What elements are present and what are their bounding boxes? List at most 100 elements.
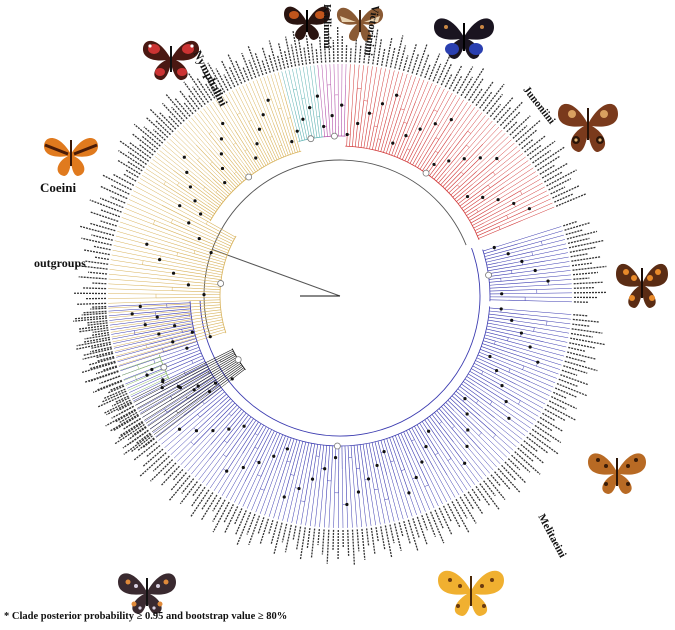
tree-branch bbox=[286, 453, 304, 522]
node-circle-marker bbox=[307, 135, 315, 143]
tree-branch bbox=[299, 67, 311, 129]
tip-label bbox=[248, 515, 261, 546]
tree-branch bbox=[159, 150, 187, 173]
tip-label bbox=[75, 264, 108, 270]
tree-branch bbox=[198, 360, 239, 387]
tip-label bbox=[318, 35, 323, 63]
tree-branch bbox=[205, 367, 244, 397]
tip-label bbox=[99, 375, 121, 385]
support-star-marker bbox=[188, 185, 192, 189]
tree-branch bbox=[108, 306, 141, 309]
tip-label bbox=[573, 314, 588, 317]
tip-label bbox=[523, 440, 538, 452]
tree-branch bbox=[498, 247, 568, 263]
support-star-marker bbox=[510, 318, 514, 322]
tree-branch bbox=[123, 212, 154, 225]
tree-branch bbox=[289, 439, 298, 463]
support-star-marker bbox=[190, 330, 194, 334]
tree-branch bbox=[376, 465, 390, 523]
support-star-marker bbox=[199, 212, 203, 216]
tree-branch bbox=[495, 340, 563, 361]
tip-label bbox=[526, 436, 548, 454]
node-circle-marker bbox=[217, 280, 225, 287]
support-star-marker bbox=[356, 121, 360, 126]
tip-label bbox=[571, 262, 593, 267]
tree-branch bbox=[350, 445, 353, 458]
support-star-marker bbox=[225, 469, 229, 473]
subclade-arc bbox=[403, 121, 408, 124]
tree-branch bbox=[188, 222, 233, 245]
support-star-marker bbox=[340, 103, 344, 107]
support-star-marker bbox=[254, 156, 258, 160]
support-star-marker bbox=[330, 114, 334, 118]
subclade-arc bbox=[287, 117, 291, 119]
tree-branch bbox=[309, 107, 315, 139]
tip-label bbox=[122, 173, 137, 182]
support-star-marker bbox=[219, 152, 223, 156]
subclade-arc bbox=[257, 474, 262, 477]
tip-label bbox=[394, 35, 404, 69]
tip-label bbox=[571, 328, 603, 334]
tree-branch bbox=[133, 190, 162, 206]
tip-label bbox=[125, 169, 139, 178]
node-circle-marker bbox=[331, 132, 338, 140]
tree-branch bbox=[543, 341, 567, 348]
tree-branch bbox=[108, 288, 173, 291]
subclade-arc bbox=[439, 421, 442, 424]
tree-branch bbox=[429, 147, 451, 176]
tip-label bbox=[349, 48, 352, 63]
tip-label bbox=[561, 369, 578, 376]
subclade-arc bbox=[494, 340, 496, 345]
subclade-arc bbox=[466, 144, 470, 148]
tree-branch bbox=[356, 444, 361, 469]
tree-branch bbox=[132, 308, 191, 315]
tip-label bbox=[572, 271, 598, 276]
support-star-marker bbox=[187, 221, 191, 225]
tree-branch bbox=[459, 386, 479, 401]
tree-branch bbox=[534, 327, 570, 334]
tip-label bbox=[106, 401, 132, 416]
tree-branch bbox=[210, 408, 242, 445]
tree-branch bbox=[487, 322, 500, 326]
tree-branch bbox=[296, 466, 308, 524]
tree-branch bbox=[382, 69, 391, 104]
tip-label bbox=[143, 126, 164, 144]
tree-branch bbox=[172, 290, 221, 293]
tree-branch bbox=[431, 130, 468, 178]
support-star-marker bbox=[242, 424, 246, 428]
tree-branch bbox=[357, 65, 364, 124]
subclade-arc bbox=[377, 138, 381, 140]
tree-branch bbox=[362, 444, 369, 479]
tree-branch bbox=[513, 186, 545, 204]
tree-branch bbox=[202, 426, 245, 483]
tip-label bbox=[81, 237, 112, 246]
tree-branch bbox=[135, 375, 192, 406]
tip-label bbox=[544, 171, 564, 183]
tree-branch bbox=[179, 391, 225, 430]
tip-label bbox=[82, 351, 113, 360]
tree-branch bbox=[171, 222, 230, 249]
tree-branch bbox=[207, 266, 223, 271]
subclade-arc bbox=[223, 454, 227, 458]
tree-branch bbox=[194, 200, 215, 214]
tree-branch bbox=[210, 331, 226, 337]
subclade-arc bbox=[234, 171, 237, 174]
tree-branch bbox=[478, 220, 522, 239]
kallimini-butterfly-icon bbox=[284, 6, 330, 40]
tip-label bbox=[187, 94, 200, 110]
tree-branch bbox=[510, 368, 554, 388]
tree-branch bbox=[319, 468, 325, 528]
support-star-marker bbox=[449, 118, 453, 122]
tree-branch bbox=[302, 66, 310, 108]
subclade-arc bbox=[424, 484, 429, 487]
tip-label bbox=[165, 94, 188, 120]
tree-branch bbox=[279, 438, 295, 484]
tree-branch bbox=[159, 259, 223, 273]
tree-branch bbox=[114, 240, 177, 257]
tip-label bbox=[118, 150, 145, 169]
tree-branch bbox=[478, 400, 526, 437]
support-star-marker bbox=[178, 386, 183, 390]
tip-label bbox=[573, 286, 594, 289]
support-star-marker bbox=[208, 335, 212, 339]
tree-branch bbox=[120, 347, 188, 372]
